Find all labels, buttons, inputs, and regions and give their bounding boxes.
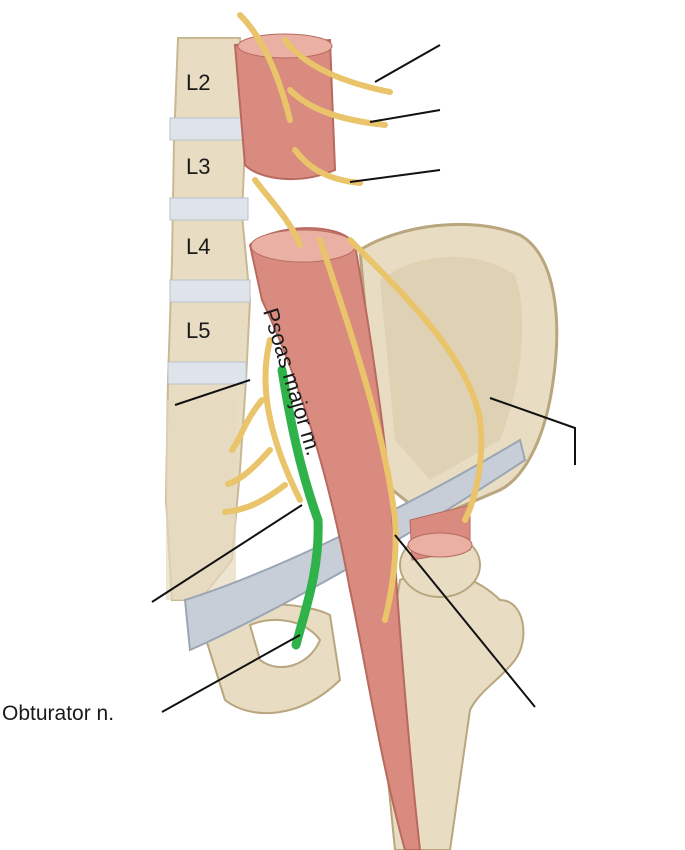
- vertebra-label-l2: L2: [186, 70, 211, 95]
- nerve-branch-c: [222, 482, 288, 515]
- sacral-region: [166, 400, 236, 600]
- nerve-root-l2: [237, 12, 293, 123]
- leader-iliohypogastric: [374, 44, 441, 83]
- leader-femoral: [394, 534, 536, 708]
- disc-l2-l3: [169, 117, 247, 141]
- vertebra-label-l5: L5: [186, 318, 211, 343]
- nerve-lateral-femoral-cutaneous: [347, 237, 485, 523]
- vertebra-label-l4: L4: [186, 234, 211, 259]
- leader-lumbosacral: [174, 379, 251, 406]
- psoas-muscle: [233, 33, 473, 850]
- disc-l3-l4: [169, 197, 249, 221]
- nerve-root-l3: [252, 177, 303, 248]
- disc-l5-s1: [167, 361, 247, 385]
- nerve-branch-b: [225, 447, 273, 487]
- disc-l4-l5: [169, 279, 251, 303]
- leader-lateral-femoral-cutaneous: [489, 397, 576, 465]
- lumbar-plexus-nerves: [222, 12, 485, 623]
- leader-ilioinguinal: [369, 109, 441, 123]
- psoas-major: [248, 227, 422, 850]
- iliacus-cut: [407, 532, 473, 558]
- nerve-femoral: [317, 237, 399, 623]
- vertebra-label-l3: L3: [186, 154, 211, 179]
- obturator-nerve-highlight: [277, 365, 323, 650]
- leader-genitofemoral: [349, 169, 441, 183]
- leader-lower-left: [151, 504, 303, 603]
- obturator-nerve-label: Obturator n.: [2, 702, 115, 725]
- nerve-iliohypogastric: [282, 37, 393, 95]
- vertebral-column: [164, 37, 252, 601]
- leader-lines: [151, 44, 576, 713]
- nerve-branch-a: [229, 397, 265, 453]
- psoas-cut-middle: [250, 229, 356, 263]
- leader-obturator: [161, 634, 301, 713]
- nerve-lumbosacral-trunk: [262, 337, 303, 503]
- nerve-ilioinguinal: [287, 87, 388, 128]
